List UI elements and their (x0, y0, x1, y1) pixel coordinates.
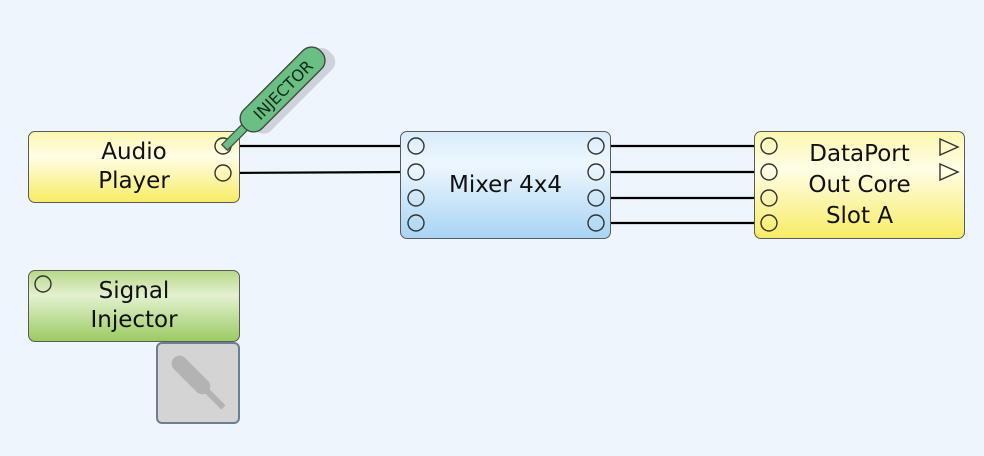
audio-player-node[interactable]: Audio Player (28, 131, 240, 203)
injector-tile[interactable] (156, 342, 240, 424)
audio-player-label: Audio Player (98, 139, 170, 194)
signal-injector-node[interactable]: Signal Injector (28, 270, 240, 342)
dataport-label: DataPort Out Core Slot A (808, 140, 911, 229)
mixer-node[interactable]: Mixer 4x4 (400, 131, 611, 239)
dataport-node[interactable]: DataPort Out Core Slot A (754, 131, 965, 239)
signal-injector-label: Signal Injector (90, 278, 178, 333)
wire-audio2-mixer2[interactable] (222, 170, 409, 175)
mixer-label: Mixer 4x4 (449, 171, 562, 198)
injector-probe-icon (171, 355, 226, 410)
